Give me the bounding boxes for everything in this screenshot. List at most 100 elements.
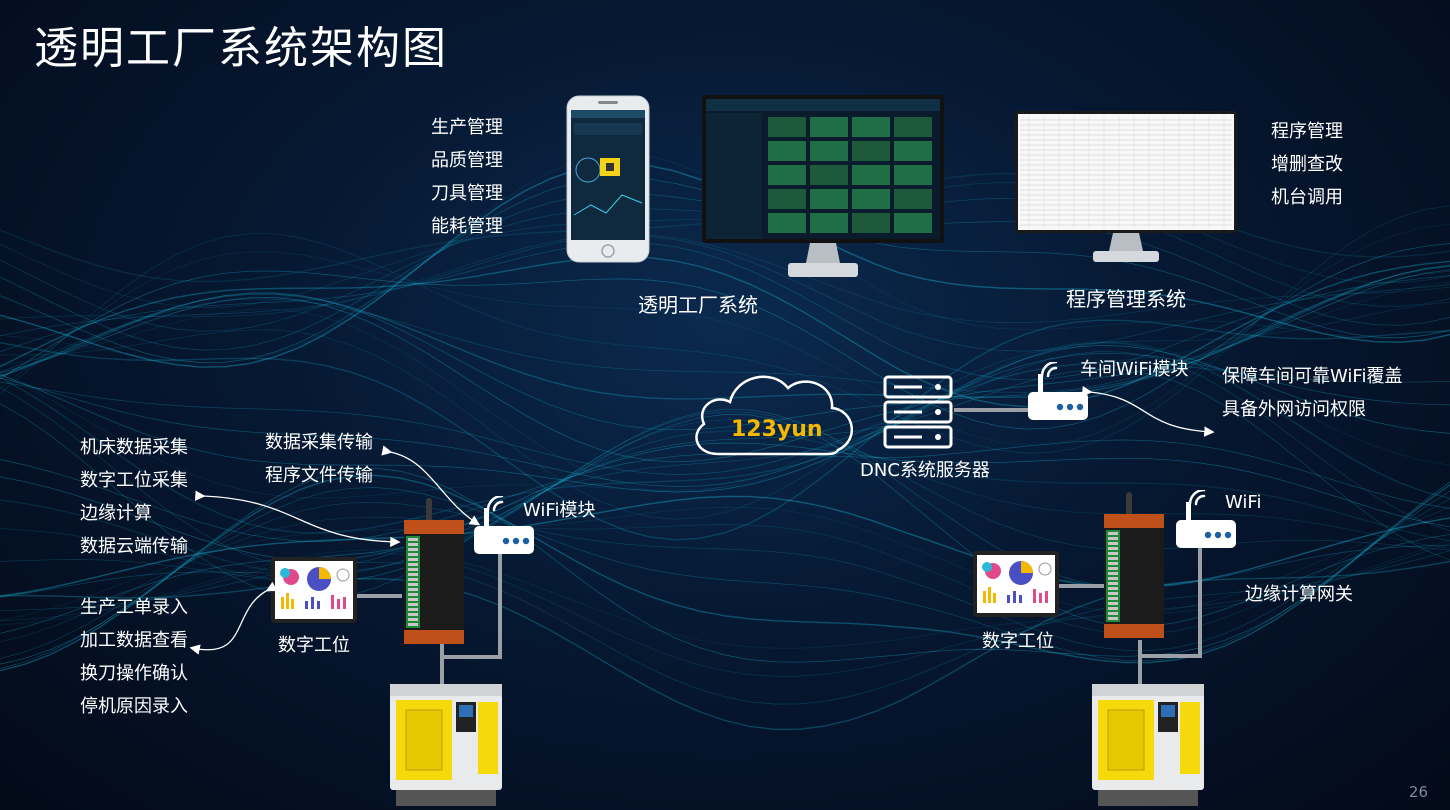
terminal-pin [1108,572,1118,575]
wave-line [0,344,1450,493]
dashboard-tile [768,189,806,209]
terminal-pin [1108,567,1118,570]
wave-line [0,319,1450,541]
right-wifi-caption: WiFi [1225,492,1262,513]
dashboard-tile [894,117,932,137]
wave-line [0,243,1450,430]
wifi-router-icon [1176,490,1236,548]
terminal-pin [1108,582,1118,585]
cnc-machine-icon [1092,684,1204,806]
wifi-module-caption: WiFi模块 [523,500,596,521]
terminal-pin [408,603,418,606]
wave-line [0,264,1450,431]
function-item: 数据云端传输 [80,536,188,557]
terminal-pin [1108,542,1118,545]
wave-line [0,550,1450,705]
terminal-pin [408,578,418,581]
transparent-factory-caption: 透明工厂系统 [638,293,758,317]
wifi-functions-arrow [381,445,481,526]
router-drop-connector [498,553,502,659]
dashboard-tile [894,189,932,209]
wave-line [0,408,1450,598]
feature-item: 生产管理 [431,117,503,138]
terminal-pin [408,623,418,626]
terminal-pin [1108,532,1118,535]
terminal-pin [1108,557,1118,560]
digital-station-caption: 数字工位 [278,635,350,656]
function-item: 换刀操作确认 [80,663,188,684]
workshop-wifi-arrow [1081,386,1215,437]
terminal-pin [408,538,418,541]
feature-item: 品质管理 [431,150,503,171]
page-number: 26 [1408,783,1428,801]
wave-line [0,234,1450,352]
terminal-functions-arrow [189,581,278,655]
terminal-pin [408,618,418,621]
note-item: 保障车间可靠WiFi覆盖 [1222,366,1403,387]
function-item: 机床数据采集 [80,437,188,458]
workshop-wifi-notes: 保障车间可靠WiFi覆盖 具备外网访问权限 [1222,360,1402,426]
wave-line [0,430,1450,576]
dashboard-tile [768,213,806,233]
right-gateway-caption: 边缘计算网关 [1245,584,1353,605]
dashboard-tile [894,141,932,161]
function-item: 数据采集传输 [265,432,373,453]
wifi-function-list: 数据采集传输 程序文件传输 [265,426,373,492]
program-mgmt-caption: 程序管理系统 [1066,287,1186,311]
gateway-machine-connector [440,640,444,695]
feature-item: 增删查改 [1271,154,1343,175]
right-digital-station-caption: 数字工位 [982,631,1054,652]
cloud-icon [695,375,854,456]
feature-item: 刀具管理 [431,183,503,204]
monitor-icon [702,95,944,277]
wave-line [0,352,1450,487]
terminal-pin [408,558,418,561]
terminal-pin [408,568,418,571]
right-router-drop-connector [1198,546,1202,658]
right-gateway-machine-connector [1138,640,1142,695]
terminal-pin [1108,562,1118,565]
program-monitor-icon [1015,111,1237,262]
wave-line [0,242,1450,381]
function-item: 生产工单录入 [80,597,188,618]
terminal-pin [1108,607,1118,610]
dashboard-tile [768,141,806,161]
edge-gateway-icon [1104,492,1164,638]
terminal-pin [1108,577,1118,580]
terminal-pin [1108,602,1118,605]
wave-line [0,301,1450,520]
terminal-gateway-connector [352,594,402,598]
terminal-pin [408,598,418,601]
dnc-server-caption: DNC系统服务器 [860,460,990,481]
transparent-factory-feature-list: 生产管理 品质管理 刀具管理 能耗管理 [431,111,503,243]
terminal-pin [408,583,418,586]
function-item: 程序文件传输 [265,465,373,486]
terminal-pin [408,548,418,551]
function-item: 边缘计算 [80,503,152,524]
terminal-pin [408,573,418,576]
page-title: 透明工厂系统架构图 [34,23,448,74]
dashboard-tile [852,141,890,161]
wave-line [0,281,1450,493]
workshop-router-icon [1028,362,1088,420]
terminal-pin [408,563,418,566]
cloud-label: 123yun [731,417,823,442]
wave-line [0,265,1450,400]
workshop-wifi-caption: 车间WiFi模块 [1080,359,1189,380]
dashboard-tile [810,141,848,161]
terminal-pin [408,553,418,556]
wave-line [0,414,1450,634]
terminal-pin [408,588,418,591]
smartphone-icon [566,95,650,263]
wave-line [0,205,1450,454]
gateway-functions-arrow [194,490,401,548]
wave-line [0,539,1450,649]
note-item: 具备外网访问权限 [1222,399,1366,420]
right-router-machine-connector [1138,654,1202,658]
wave-line [0,269,1450,463]
wave-line [0,419,1450,583]
terminal-pin [1108,592,1118,595]
terminal-pin [408,593,418,596]
function-item: 数字工位采集 [80,470,188,491]
